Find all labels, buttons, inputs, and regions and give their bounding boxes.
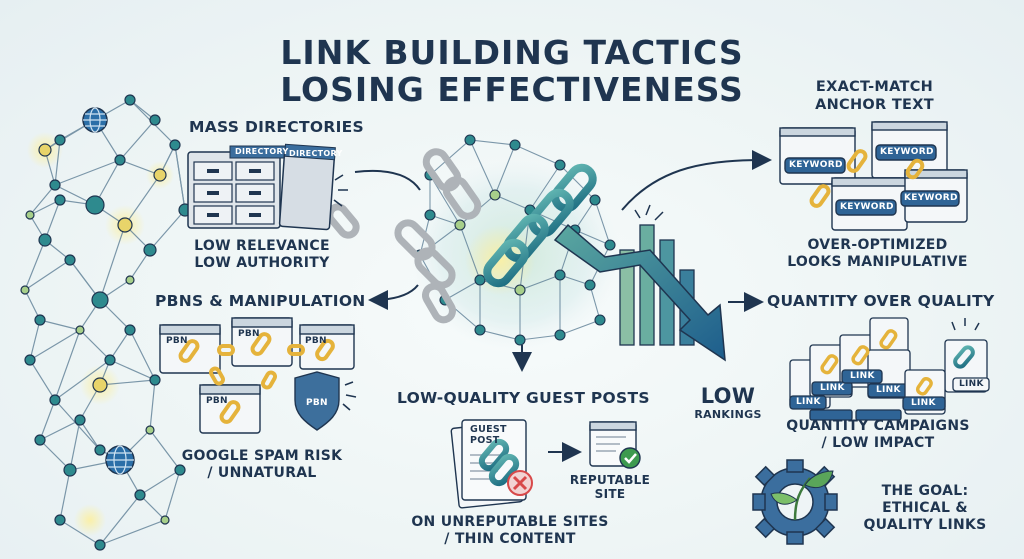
mass-directories-caption-line1: LOW RELEVANCE <box>194 238 330 254</box>
declining-chart-icon <box>553 204 726 362</box>
link-label: LINK <box>911 398 936 408</box>
central-link-network <box>326 134 726 362</box>
connector-arrows <box>354 150 772 462</box>
low-rankings-line2: RANKINGS <box>694 408 762 421</box>
broken-chain-icon <box>326 148 482 324</box>
quantity-caption-line1: QUANTITY CAMPAIGNS <box>786 418 970 434</box>
guest-posts-caption-line2: / THIN CONTENT <box>444 531 576 547</box>
pbn-network-icon <box>159 317 357 434</box>
keyword-label: KEYWORD <box>840 202 894 212</box>
directory-label: DIRECTORY <box>289 149 343 158</box>
link-label: LINK <box>796 397 821 407</box>
pbn-shield-label: PBN <box>306 398 328 408</box>
goal-line3: QUALITY LINKS <box>863 517 987 533</box>
pbn-label: PBN <box>238 329 260 339</box>
link-label: LINK <box>959 379 984 389</box>
keyword-label: KEYWORD <box>904 193 958 203</box>
keyword-anchor-windows-icon <box>779 121 968 231</box>
link-documents-icon <box>789 317 990 421</box>
anchor-text-heading-line2: ANCHOR TEXT <box>815 97 934 113</box>
pbn-label: PBN <box>166 336 188 346</box>
directory-label: DIRECTORY <box>235 147 289 156</box>
mass-directories-caption-line2: LOW AUTHORITY <box>194 255 330 271</box>
reputable-site-line2: SITE <box>594 487 626 501</box>
quantity-heading: QUANTITY OVER QUALITY <box>767 292 995 310</box>
guest-post-label-line2: POST <box>470 435 500 446</box>
anchor-text-caption-line2: LOOKS MANIPULATIVE <box>787 254 968 270</box>
goal-line2: ETHICAL & <box>882 500 968 516</box>
reputable-site-document-icon <box>589 421 641 469</box>
pbn-label: PBN <box>206 396 228 406</box>
directory-cabinet-icon <box>187 143 348 231</box>
anchor-text-caption-line1: OVER-OPTIMIZED <box>807 237 948 253</box>
page-title-line1: LINK BUILDING TACTICS <box>280 33 744 72</box>
quantity-caption-line2: / LOW IMPACT <box>821 435 935 451</box>
chain-link-icon <box>483 163 597 288</box>
link-label: LINK <box>820 383 845 393</box>
globe-icon <box>82 107 108 133</box>
reputable-site-line1: REPUTABLE <box>569 473 651 487</box>
low-rankings-line1: LOW <box>700 384 756 408</box>
guest-posts-caption-line1: ON UNREPUTABLE SITES <box>411 514 609 530</box>
pbns-caption-line1: GOOGLE SPAM RISK <box>181 448 343 464</box>
pbns-caption-line2: / UNNATURAL <box>207 465 317 481</box>
anchor-text-heading-line1: EXACT-MATCH <box>815 79 934 95</box>
guest-post-label-line1: GUEST <box>470 424 507 435</box>
globe-icon <box>105 445 135 475</box>
mass-directories-heading: MASS DIRECTORIES <box>189 118 364 136</box>
keyword-label: KEYWORD <box>789 160 843 170</box>
guest-post-document-icon <box>450 419 533 509</box>
goal-line1: THE GOAL: <box>881 483 969 499</box>
left-network-graphic <box>20 94 192 551</box>
page-title-line2: LOSING EFFECTIVENESS <box>280 70 744 109</box>
pbn-label: PBN <box>305 336 327 346</box>
link-label: LINK <box>850 371 875 381</box>
keyword-label: KEYWORD <box>880 147 934 157</box>
link-label: LINK <box>876 385 901 395</box>
gear-leaf-icon <box>752 459 838 545</box>
guest-posts-heading: LOW-QUALITY GUEST POSTS <box>397 389 650 407</box>
pbns-heading: PBNS & MANIPULATION <box>155 292 366 310</box>
